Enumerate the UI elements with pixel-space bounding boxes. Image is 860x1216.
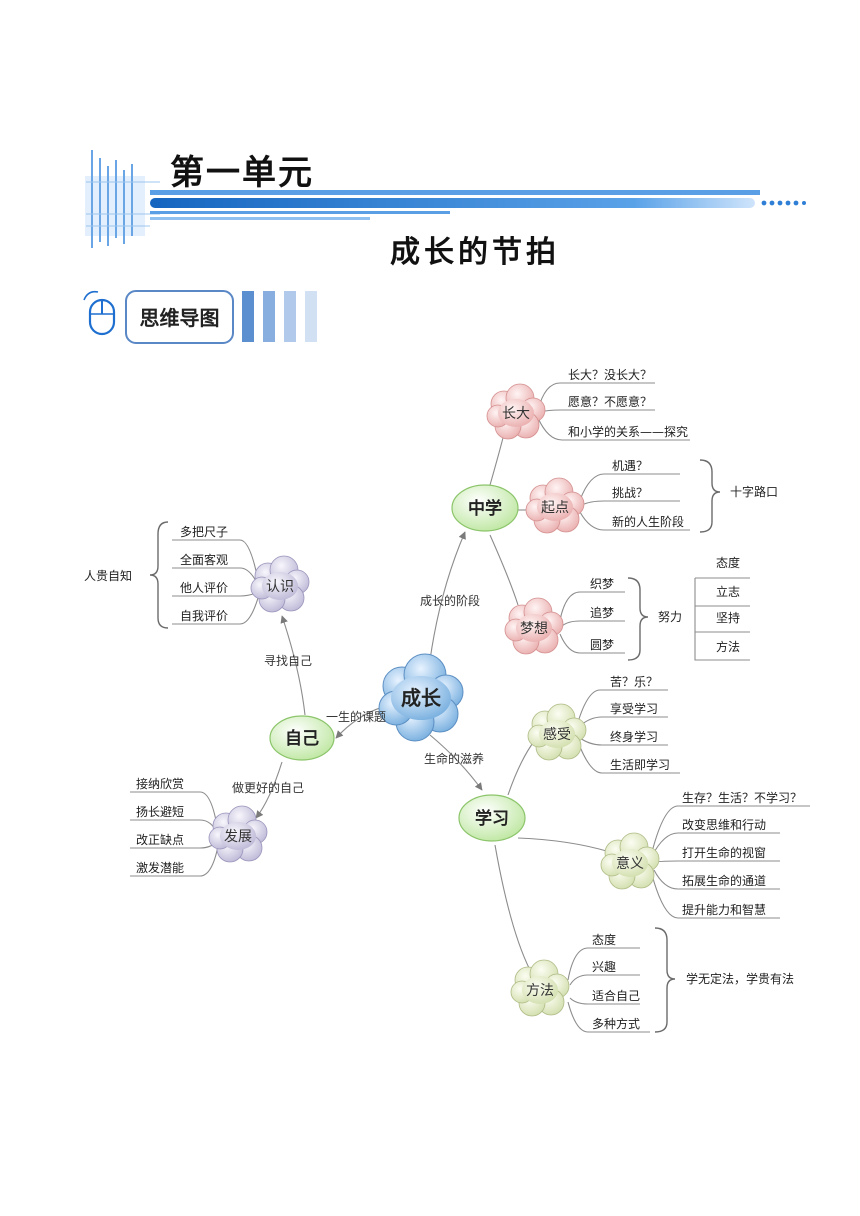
node-zhongxue[interactable]: 中学 — [451, 484, 519, 532]
list-item: 拓展生命的通道 — [682, 873, 766, 888]
list-item: 挑战？ — [612, 486, 648, 500]
mengxiang-brace — [627, 577, 649, 661]
fangfa-brace — [654, 927, 676, 1033]
unit-title: 第一单元 — [170, 153, 314, 193]
mouse-icon — [83, 290, 116, 336]
list-item: 他人评价 — [180, 581, 228, 595]
list-item: 全面客观 — [180, 552, 228, 567]
node-yiyi[interactable]: 意义 — [600, 832, 660, 890]
node-renshi[interactable]: 认识 — [250, 555, 310, 613]
list-item: 接纳欣赏 — [136, 776, 184, 791]
zhangda-leaves: 长大？没长大？ 愿意？不愿意？ 和小学的关系——探究 — [568, 367, 688, 439]
list-item: 和小学的关系——探究 — [568, 424, 688, 439]
fangfa-rails — [567, 947, 650, 1033]
list-item: 愿意？不愿意？ — [568, 394, 652, 409]
list-item: 态度 — [592, 932, 616, 947]
ganshou-leaves: 苦？乐？ 享受学习 终身学习 生活即学习 — [610, 675, 670, 772]
node-xuexi[interactable]: 学习 — [458, 794, 526, 842]
yiyi-leaves: 生存？生活？不学习？ 改变思维和行动 打开生命的视窗 拓展生命的通道 提升能力和… — [682, 790, 802, 917]
ganshou-label: 感受 — [543, 726, 571, 743]
node-fazhan[interactable]: 发展 — [208, 805, 268, 863]
center-node[interactable]: 成长 — [378, 653, 464, 742]
list-item: 提升能力和智慧 — [682, 902, 766, 917]
list-item: 生活即学习 — [610, 757, 670, 772]
list-item: 改变思维和行动 — [682, 817, 766, 832]
fangfa-leaves: 态度 兴趣 适合自己 多种方式 学无定法，学贵有法 — [592, 932, 794, 1031]
list-item: 终身学习 — [610, 729, 658, 744]
list-item: 苦？乐？ — [610, 675, 658, 689]
list-item: 自我评价 — [180, 609, 228, 623]
list-item: 圆梦 — [590, 638, 614, 652]
list-item: 多种方式 — [592, 1016, 640, 1031]
node-qidian[interactable]: 起点 — [525, 477, 585, 534]
list-item: 方法 — [716, 639, 740, 654]
effort-label: 努力 — [658, 609, 682, 624]
edge-label-better-self: 做更好的自己 — [232, 780, 304, 795]
list-item: 态度 — [716, 555, 740, 570]
list-item: 长大？没长大？ — [568, 367, 652, 382]
node-mengxiang[interactable]: 梦想 — [504, 597, 564, 655]
fangfa-note: 学无定法，学贵有法 — [686, 971, 794, 986]
ziji-label: 自己 — [285, 728, 319, 749]
edge-label-find-self: 寻找自己 — [264, 654, 312, 668]
unit-subtitle: 成长的节拍 — [390, 235, 560, 270]
mengxiang-leaves: 织梦 追梦 圆梦 努力 态度 立志 坚持 方法 — [590, 555, 740, 654]
renshi-note: 人贵自知 — [84, 569, 132, 583]
node-zhangda[interactable]: 长大 — [486, 383, 546, 440]
list-item: 坚持 — [716, 610, 740, 625]
edge-label-stage: 成长的阶段 — [420, 593, 480, 608]
list-item: 享受学习 — [610, 701, 658, 716]
list-item: 激发潜能 — [136, 860, 184, 875]
node-ganshou[interactable]: 感受 — [527, 703, 587, 761]
mind-map-badge — [125, 290, 234, 344]
badge-stripes — [242, 291, 317, 342]
qidian-brace — [699, 459, 721, 533]
xuexi-label: 学习 — [475, 808, 509, 829]
list-item: 追梦 — [590, 605, 614, 620]
qidian-label: 起点 — [541, 500, 569, 516]
list-item: 适合自己 — [592, 988, 640, 1003]
node-ziji[interactable]: 自己 — [269, 715, 335, 761]
header-decoration — [85, 150, 806, 248]
renshi-leaves: 多把尺子 全面客观 他人评价 自我评价 人贵自知 — [84, 525, 228, 623]
edge-label-lifelong: 一生的课题 — [326, 709, 386, 724]
qidian-note: 十字路口 — [730, 484, 778, 499]
node-fangfa[interactable]: 方法 — [510, 959, 570, 1017]
list-item: 改正缺点 — [136, 832, 184, 847]
effort-rails — [694, 577, 750, 661]
list-item: 机遇？ — [612, 459, 648, 473]
list-item: 扬长避短 — [136, 804, 184, 819]
edge-label-nourish: 生命的滋养 — [424, 751, 484, 766]
mengxiang-label: 梦想 — [520, 621, 548, 637]
list-item: 生存？生活？不学习？ — [682, 790, 802, 805]
list-item: 新的人生阶段 — [612, 514, 684, 529]
list-item: 打开生命的视窗 — [682, 845, 766, 860]
list-item: 兴趣 — [592, 959, 616, 974]
yiyi-label: 意义 — [616, 855, 644, 872]
list-item: 多把尺子 — [180, 525, 228, 539]
zhongxue-label: 中学 — [468, 498, 502, 519]
fazhan-leaves: 接纳欣赏 扬长避短 改正缺点 激发潜能 — [136, 776, 184, 875]
fazhan-label: 发展 — [224, 829, 252, 845]
zhangda-label: 长大 — [502, 406, 530, 422]
renshi-label: 认识 — [266, 579, 294, 595]
center-label: 成长 — [401, 686, 442, 710]
list-item: 织梦 — [590, 577, 614, 591]
hub-connectors — [255, 429, 611, 971]
list-item: 立志 — [716, 584, 740, 599]
qidian-leaves: 机遇？ 挑战？ 新的人生阶段 十字路口 — [612, 459, 778, 529]
fangfa-label: 方法 — [526, 983, 554, 999]
renshi-brace — [149, 521, 169, 629]
mind-map-badge-label: 思维导图 — [140, 306, 220, 330]
